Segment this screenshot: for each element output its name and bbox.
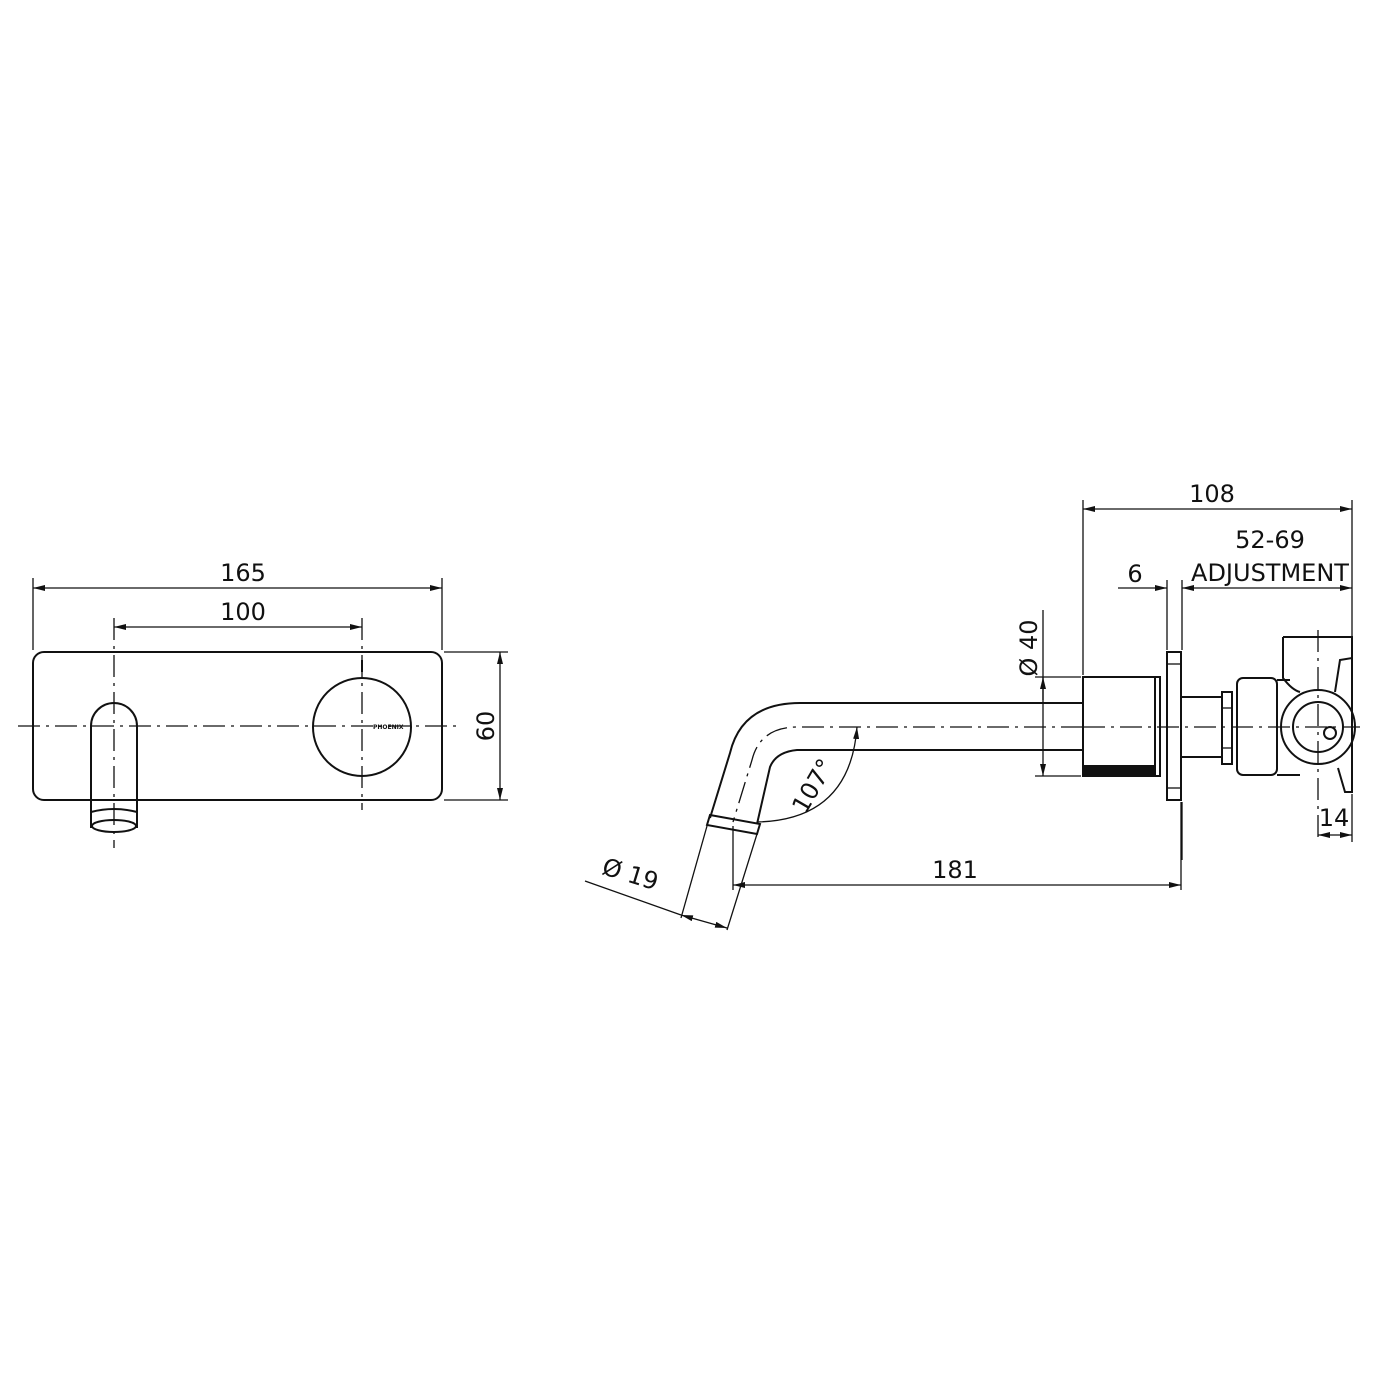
side-view: 108 6 52-69 ADJUSTMENT Ø 40 14 <box>584 480 1360 931</box>
body-cylinder <box>1082 676 1161 777</box>
hex-nut <box>1221 691 1233 765</box>
dim-label-100: 100 <box>220 598 266 626</box>
flange <box>1166 651 1182 801</box>
dim-label-60: 60 <box>472 711 500 742</box>
brand-mark: PHOENIX <box>373 724 404 731</box>
dimension-60: 60 <box>444 651 508 801</box>
dim-label-108: 108 <box>1189 480 1235 508</box>
spout-side <box>705 702 1083 836</box>
dim-label-181: 181 <box>932 856 978 884</box>
dimension-6: 6 <box>1118 560 1183 860</box>
dim-label-165: 165 <box>220 559 266 587</box>
dim-label-52-69: 52-69 <box>1235 526 1305 554</box>
dimension-181: 181 <box>732 802 1182 890</box>
dimension-165: 165 <box>32 559 443 650</box>
dim-label-adjustment: ADJUSTMENT <box>1191 559 1349 587</box>
mixer-knob: PHOENIX <box>312 660 412 777</box>
valve-body <box>1236 677 1278 776</box>
dim-label-6: 6 <box>1127 560 1142 588</box>
valve-housing <box>1277 636 1356 793</box>
dimension-108: 108 <box>1082 480 1353 675</box>
dimension-diameter-40: Ø 40 <box>1015 610 1081 777</box>
dim-label-dia-40: Ø 40 <box>1015 619 1043 676</box>
dim-label-107-degrees: 107° <box>786 754 839 818</box>
dimension-adjustment: 52-69 ADJUSTMENT <box>1182 526 1352 591</box>
dim-label-14: 14 <box>1319 804 1350 832</box>
dimension-100: 100 <box>114 598 362 630</box>
dimension-diameter-19: Ø 19 <box>584 825 758 931</box>
dimension-angle-107: 107° <box>756 726 860 823</box>
spout-front <box>90 702 138 833</box>
front-view: PHOENIX 165 100 60 <box>18 559 508 848</box>
dimension-14: 14 <box>1318 794 1353 842</box>
